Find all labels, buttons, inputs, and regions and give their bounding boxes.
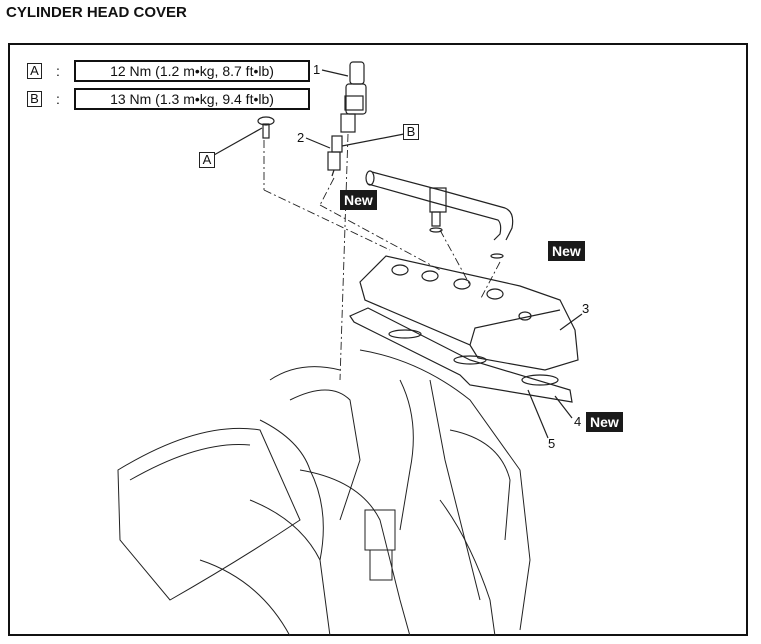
callout-3: 3 — [582, 301, 590, 316]
torque-value: 13 Nm (1.3 m•kg, 9.4 ft•lb) — [74, 88, 310, 110]
diagram-frame — [8, 43, 748, 636]
callout-torque-a: A — [199, 152, 215, 168]
callout-4: 4 — [574, 414, 582, 429]
torque-separator: : — [56, 63, 60, 79]
torque-letter: A — [27, 63, 42, 79]
engine-background-icon — [117, 349, 531, 637]
cylinder-head-cover-icon — [359, 255, 579, 371]
callout-2: 2 — [297, 130, 305, 145]
spark-plug-icon — [327, 135, 343, 177]
torque-spec-a: A : 12 Nm (1.2 m•kg, 8.7 ft•lb) — [27, 60, 310, 82]
callout-5: 5 — [548, 436, 556, 451]
ignition-coil-icon — [340, 61, 367, 133]
new-part-badge: New — [340, 190, 377, 210]
torque-separator: : — [56, 91, 60, 107]
breather-hose-icon — [365, 170, 514, 259]
page-title: CYLINDER HEAD COVER — [6, 4, 187, 21]
bolt-icon — [257, 116, 275, 139]
callout-1: 1 — [313, 62, 321, 77]
torque-value: 12 Nm (1.2 m•kg, 8.7 ft•lb) — [74, 60, 310, 82]
new-part-badge: New — [586, 412, 623, 432]
torque-letter: B — [27, 91, 42, 107]
callout-torque-b: B — [403, 124, 419, 140]
torque-spec-b: B : 13 Nm (1.3 m•kg, 9.4 ft•lb) — [27, 88, 310, 110]
new-part-badge: New — [548, 241, 585, 261]
gasket-icon — [349, 307, 573, 403]
